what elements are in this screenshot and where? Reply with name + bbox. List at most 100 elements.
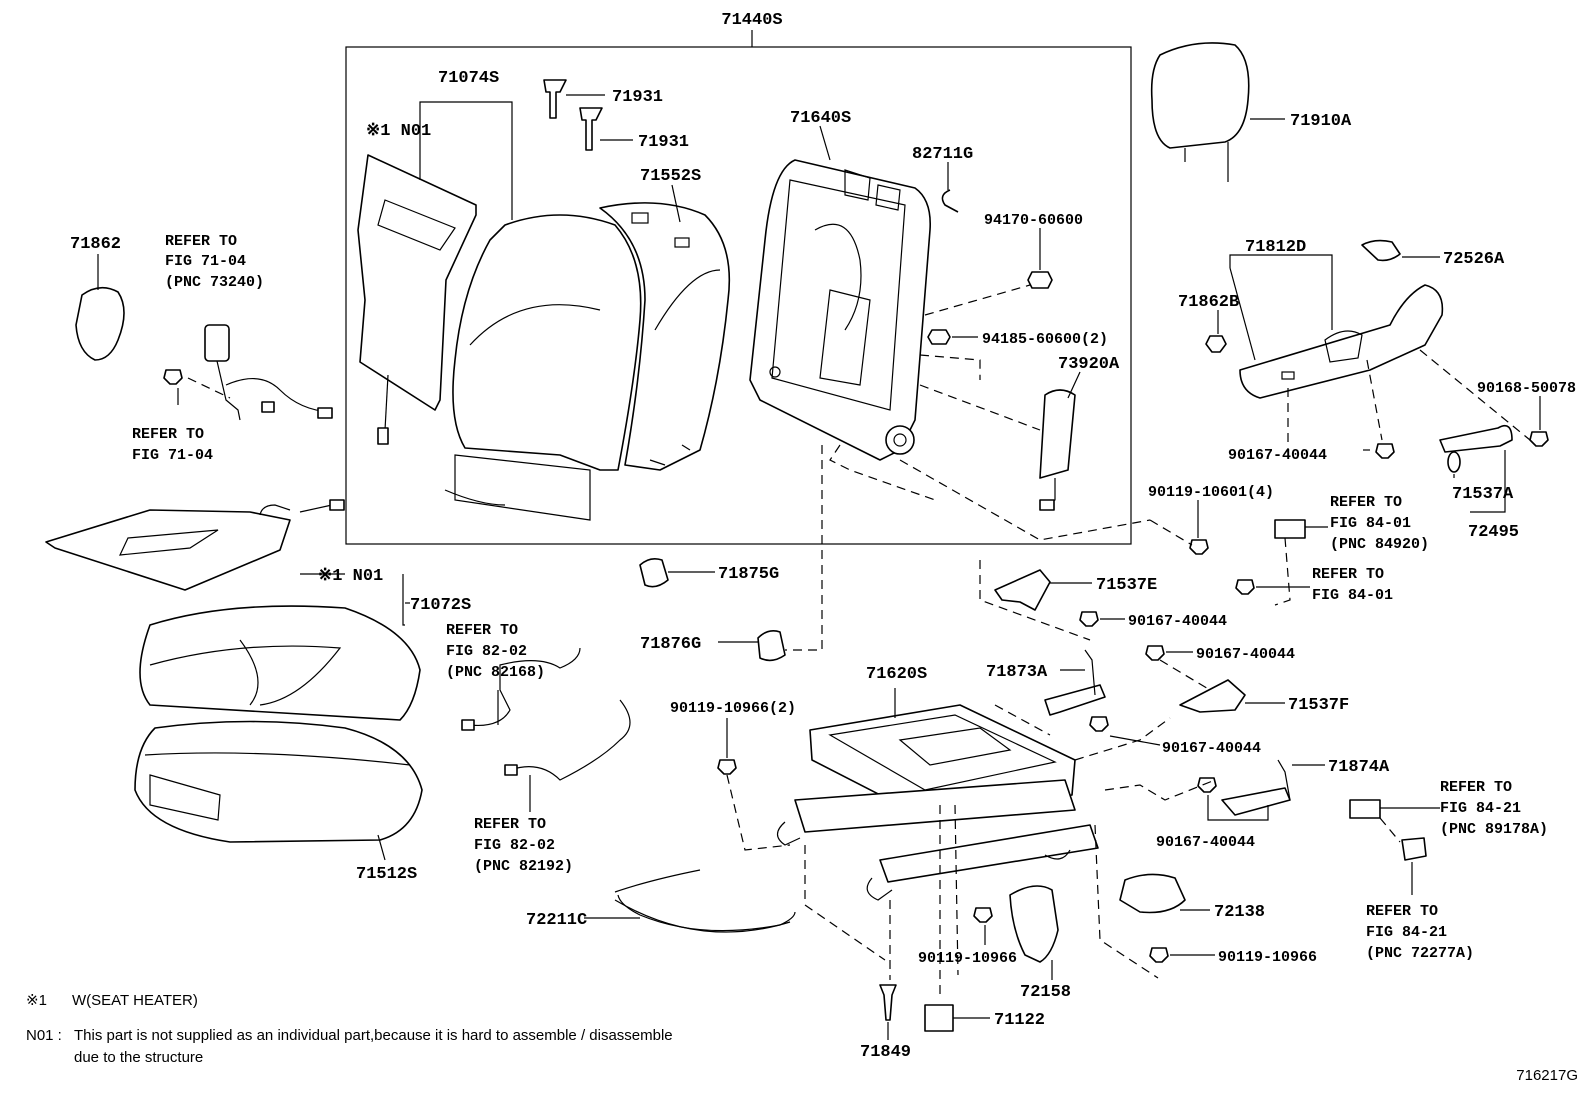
leader-71074S [419, 101, 513, 220]
dash-90119-10601 [1149, 519, 1193, 546]
label-71440S: 71440S [721, 11, 782, 30]
dash-73920A [919, 384, 1041, 431]
cover-71537E [994, 569, 1051, 611]
bracket-71874A-hook [1277, 759, 1291, 801]
dash-track-left [804, 845, 886, 961]
leader-71640S [819, 125, 831, 161]
note-text-n01-line2: due to the structure [74, 1049, 203, 1066]
refer-fig-82-02-pnc-82168: REFER TO FIG 82-02 (PNC 82168) [446, 622, 545, 681]
label-90167-d: 90167-40044 [1162, 740, 1261, 757]
bracket-71873A-hook [1084, 649, 1096, 696]
wire-72211C [614, 869, 791, 933]
connector-89178A [1349, 799, 1381, 819]
seatback-cover [599, 202, 731, 471]
dash-71873A [994, 704, 1051, 736]
label-71537E: 71537E [1096, 576, 1157, 595]
dash-90167-upper [1366, 359, 1383, 441]
label-71074S: 71074S [438, 69, 499, 88]
cover-71537F [1179, 679, 1246, 713]
clip-71931-upper [543, 79, 567, 119]
nut-94185 [927, 329, 951, 345]
label-71862B: 71862B [1178, 293, 1239, 312]
wire-72211C-b [617, 894, 796, 932]
dash-71876G [785, 445, 823, 651]
note-text-1: W(SEAT HEATER) [72, 992, 198, 1009]
label-90119-10966-a: 90119-10966 [1218, 949, 1317, 966]
label-71931-upper: 71931 [612, 88, 663, 107]
hook-82711G [941, 189, 959, 213]
label-72138: 72138 [1214, 903, 1265, 922]
label-72158: 72158 [1020, 983, 1071, 1002]
seatback-heater-pad [357, 154, 477, 445]
harness-71122 [924, 1004, 954, 1032]
leader-90167-e [1207, 795, 1269, 821]
refer-fig-71-04-pnc-73240: REFER TO FIG 71-04 (PNC 73240) [165, 233, 264, 291]
bolt-90119-10966-a [1149, 947, 1169, 963]
cover-71862 [75, 286, 125, 361]
dash-track-right [1074, 717, 1171, 761]
lever-72495 [1439, 424, 1513, 453]
bolt-90119-10966-2 [717, 759, 737, 775]
seatback-cushion-pad [444, 214, 642, 521]
label-71876G: 71876G [640, 635, 701, 654]
label-71874A: 71874A [1328, 758, 1390, 777]
connector-72277A [1401, 837, 1427, 861]
leader-72495 [1470, 450, 1506, 513]
label-71873A: 71873A [986, 663, 1048, 682]
dash-buckle [187, 377, 231, 399]
seat-track-adjuster [776, 704, 1099, 901]
cover-71875G [639, 558, 669, 588]
note-key-n01: N01 : [26, 1027, 62, 1044]
cover-72158 [1009, 885, 1059, 963]
leader-71552S [671, 184, 681, 223]
label-72211C: 72211C [526, 911, 587, 930]
label-90119-10601: 90119-10601(4) [1148, 484, 1274, 501]
pin-71849 [879, 984, 897, 1021]
label-n01-seatback: ※1 N01 [366, 122, 431, 141]
seat-cushion-cover [139, 605, 421, 721]
label-71875G: 71875G [718, 565, 779, 584]
dash-71122-b [954, 804, 959, 976]
label-71910A: 71910A [1290, 112, 1352, 131]
leader-71512S [377, 834, 386, 861]
harness-connector-b [504, 764, 518, 776]
label-71552S: 71552S [640, 167, 701, 186]
cover-72138 [1119, 873, 1186, 914]
nut-94170 [1027, 271, 1053, 289]
leader-71812D-right [1229, 254, 1333, 330]
label-71862: 71862 [70, 235, 121, 254]
dash-71537F [1159, 659, 1211, 691]
label-71640S: 71640S [790, 109, 851, 128]
bolt-90119-10601 [1189, 539, 1209, 555]
screw-90167-upper [1375, 443, 1395, 459]
leader-71812D-left [1229, 267, 1256, 361]
bracket-71874A [1221, 787, 1291, 816]
refer-fig-84-01-pnc-84920: REFER TO FIG 84-01 (PNC 84920) [1330, 494, 1429, 553]
seat-switch [1274, 519, 1306, 539]
label-71931-lower: 71931 [638, 133, 689, 152]
dash-frame-bolt [899, 459, 1151, 541]
harness-82168 [469, 647, 581, 727]
seatback-assembly-frame [345, 46, 1132, 545]
dash-connectors [1379, 817, 1401, 843]
label-n01-cushion: ※1 N01 [318, 567, 383, 586]
label-73920A: 73920A [1058, 355, 1120, 374]
dash-94170 [924, 284, 1031, 316]
label-90167-c: 90167-40044 [1196, 646, 1295, 663]
label-71812D: 71812D [1245, 238, 1306, 257]
label-94185: 94185-60600(2) [982, 331, 1108, 348]
note-key-1: ※1 [26, 992, 47, 1009]
seatback-frame [749, 159, 932, 461]
bolt-90119-10966-b [973, 907, 993, 923]
refer-fig-82-02-pnc-82192: REFER TO FIG 82-02 (PNC 82192) [474, 816, 573, 875]
label-71537F: 71537F [1288, 696, 1349, 715]
label-72495: 72495 [1468, 523, 1519, 542]
leader-73920A [1067, 371, 1081, 399]
label-90168: 90168-50078 [1477, 380, 1576, 397]
screw-90168 [1529, 431, 1549, 447]
label-90167-b: 90167-40044 [1128, 613, 1227, 630]
seat-cushion-pad [134, 720, 423, 843]
harness-connector-a [461, 719, 475, 731]
label-71072S: 71072S [410, 596, 471, 615]
